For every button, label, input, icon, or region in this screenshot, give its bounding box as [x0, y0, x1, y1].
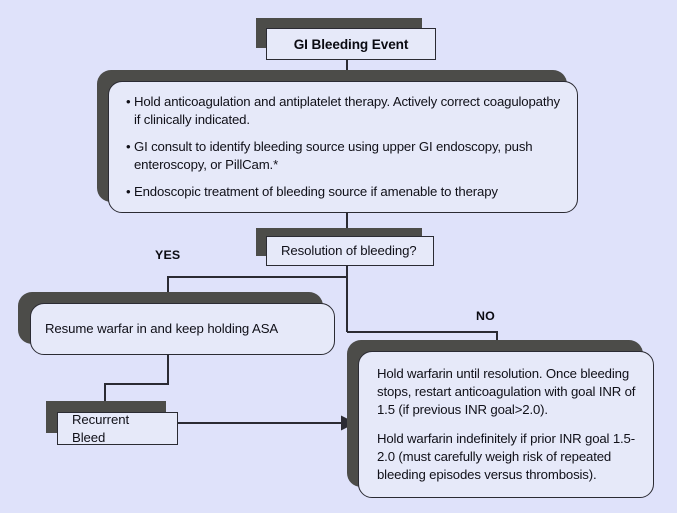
node-resume-warfarin[interactable]: Resume warfar in and keep holding ASA	[18, 292, 335, 355]
recurrent-bleed-label: Recurrent Bleed	[72, 412, 130, 445]
node-face: GI Bleeding Event	[266, 28, 436, 60]
hold-warfarin-paragraph-2: Hold warfarin indefinitely if prior INR …	[377, 431, 635, 483]
branch-label-no: NO	[476, 309, 495, 323]
node-hold-warfarin[interactable]: Hold warfarin until resolution. Once ble…	[347, 340, 654, 498]
node-gi-bleeding-event[interactable]: GI Bleeding Event	[256, 18, 436, 60]
gi-bleeding-event-label: GI Bleeding Event	[293, 36, 409, 52]
node-face: Recurrent Bleed	[57, 412, 178, 445]
node-face: Hold warfarin until resolution. Once ble…	[358, 351, 654, 498]
node-face: Resume warfar in and keep holding ASA	[30, 303, 335, 355]
connector-resume-to-recurrent	[104, 354, 169, 402]
resolution-decision-label: Resolution of bleeding?	[281, 243, 417, 259]
node-recurrent-bleed[interactable]: Recurrent Bleed	[46, 401, 178, 445]
resume-warfarin-label: Resume warfar in and keep holding ASA	[45, 321, 279, 337]
node-initial-management[interactable]: • Hold anticoagulation and antiplatelet …	[97, 70, 578, 213]
management-bullet-3: • Endoscopic treatment of bleeding sourc…	[126, 184, 498, 200]
hold-warfarin-paragraph-1: Hold warfarin until resolution. Once ble…	[377, 365, 636, 417]
branch-label-yes: YES	[155, 248, 181, 262]
management-bullet-1: • Hold anticoagulation and antiplatelet …	[126, 94, 560, 127]
management-bullet-2: • GI consult to identify bleeding source…	[126, 139, 533, 172]
node-face: Resolution of bleeding?	[266, 236, 434, 266]
node-resolution-decision[interactable]: Resolution of bleeding?	[256, 228, 434, 266]
node-face: • Hold anticoagulation and antiplatelet …	[108, 81, 578, 213]
